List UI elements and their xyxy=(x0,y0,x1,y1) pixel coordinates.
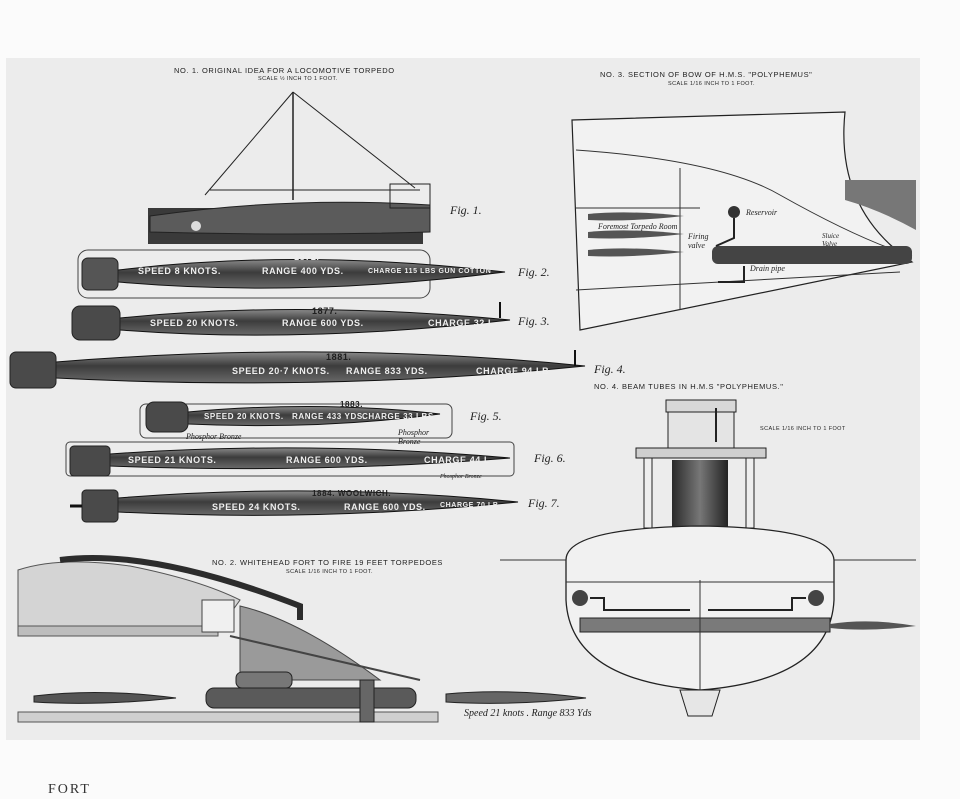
fig3-speed: SPEED 20 KNOTS. xyxy=(150,318,239,328)
fig5-label: Fig. 5. xyxy=(470,409,502,423)
phosphor-bronze-label-3: Phosphor Bronze xyxy=(440,474,482,480)
reservoir-label: Reservoir xyxy=(746,208,778,217)
fig2-range: RANGE 400 YDS. xyxy=(262,266,344,276)
fig7-speed: SPEED 24 KNOTS. xyxy=(212,502,301,512)
fig4-drawing xyxy=(9,350,586,389)
fig7-drawing xyxy=(70,489,519,523)
fig5-year: 1883. xyxy=(340,400,364,409)
phosphor-bronze-label-1: Phosphor Bronze xyxy=(186,432,242,441)
fig7-year: 1884. WOOLWICH. xyxy=(312,489,392,498)
firing-valve-label: Firing valve xyxy=(688,232,709,250)
fig2-charge: CHARGE 115 LBS GUN COTTON xyxy=(368,268,492,275)
fig5-range: RANGE 433 YDS. xyxy=(292,412,366,421)
fig6-drawing xyxy=(65,441,515,477)
fig2-year: 1872. xyxy=(294,252,320,262)
fig4-speed: SPEED 20·7 KNOTS. xyxy=(232,366,330,376)
no2-title: No. 2. Whitehead fort to fire 19 feet to… xyxy=(212,558,444,567)
fig4-year: 1881. xyxy=(326,352,352,362)
fig5-drawing xyxy=(139,401,453,439)
no4-title: No. 4. Beam tubes in H.M.S "Polyphemus." xyxy=(594,382,784,391)
no2-whitehead-fort xyxy=(17,554,587,723)
fig3-label: Fig. 3. xyxy=(518,314,550,328)
sluice-valve-label: Sluice Valve xyxy=(822,232,840,248)
fig4-charge: CHARGE 94 LB xyxy=(476,366,550,376)
fig4-label: Fig. 4. xyxy=(594,362,626,376)
fig6-range: RANGE 600 YDS. xyxy=(286,455,368,465)
fig3-range: RANGE 600 YDS. xyxy=(282,318,364,328)
fig7-charge: CHARGE 70 LB xyxy=(440,502,499,509)
fig3-year: 1877. xyxy=(312,306,338,316)
fig3-drawing xyxy=(71,302,511,341)
no2-scale: SCALE 1/16 INCH TO 1 FOOT. xyxy=(286,569,373,575)
no1-title: No. 1. Original idea for a locomotive to… xyxy=(174,66,395,75)
no3-scale: SCALE 1/16 INCH TO 1 FOOT. xyxy=(668,81,755,87)
fig1-drawing xyxy=(148,91,431,244)
fig7-range: RANGE 600 YDS. xyxy=(344,502,426,512)
fig7-label: Fig. 7. xyxy=(528,496,560,510)
no4-beam-tubes xyxy=(500,399,916,717)
fig1-label: Fig. 1. xyxy=(450,203,482,217)
fig2-label: Fig. 2. xyxy=(518,265,550,279)
fig5-speed: SPEED 20 KNOTS. xyxy=(204,412,284,421)
no4-scale: SCALE 1/16 INCH TO 1 FOOT xyxy=(760,426,846,432)
cropped-corner-text: FORT xyxy=(48,782,91,797)
fig3-charge: CHARGE 32 L xyxy=(428,318,495,328)
fig6-speed: SPEED 21 KNOTS. xyxy=(128,455,217,465)
no3-bow-section xyxy=(571,111,916,331)
fort-speed-note: Speed 21 knots . Range 833 Yds xyxy=(464,708,592,719)
fig2-drawing xyxy=(77,249,506,299)
no1-scale: SCALE ½ INCH TO 1 FOOT. xyxy=(258,76,338,82)
fig6-label: Fig. 6. xyxy=(534,451,566,465)
no3-title: No. 3. Section of bow of H.M.S. "Polyphe… xyxy=(600,70,813,79)
drain-pipe-label: Drain pipe xyxy=(750,264,785,273)
fig2-speed: SPEED 8 KNOTS. xyxy=(138,266,221,276)
fig5-charge: CHARGE 33 LBS xyxy=(362,412,434,421)
phosphor-bronze-label-2: Phosphor Bronze xyxy=(398,428,430,446)
fig4-range: RANGE 833 YDS. xyxy=(346,366,428,376)
fig6-charge: CHARGE 44 L xyxy=(424,455,491,465)
foremost-torpedo-room-label: Foremost Torpedo Room xyxy=(598,222,678,231)
